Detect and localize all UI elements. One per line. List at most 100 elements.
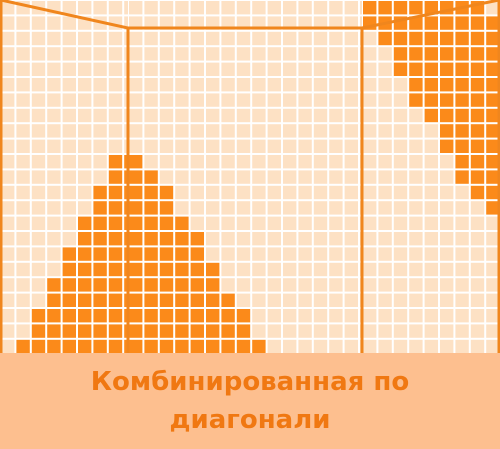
tile bbox=[283, 309, 297, 323]
tile bbox=[144, 247, 158, 261]
tile bbox=[252, 293, 266, 307]
tile bbox=[486, 78, 500, 92]
tile bbox=[409, 339, 423, 354]
tile bbox=[1, 201, 15, 215]
tile bbox=[298, 278, 312, 292]
tile bbox=[440, 185, 454, 200]
tile bbox=[424, 1, 438, 15]
tile bbox=[108, 31, 123, 46]
tile bbox=[16, 108, 30, 123]
tile bbox=[424, 232, 438, 246]
tile bbox=[129, 247, 143, 261]
tile bbox=[62, 309, 76, 323]
tile bbox=[329, 309, 343, 323]
tile bbox=[62, 170, 76, 184]
tile bbox=[329, 155, 343, 169]
tile bbox=[486, 309, 500, 323]
tile bbox=[175, 293, 189, 307]
tile bbox=[440, 16, 454, 30]
tile bbox=[190, 170, 204, 184]
tile bbox=[221, 108, 235, 123]
tile bbox=[47, 124, 61, 138]
tile bbox=[363, 278, 377, 292]
tile bbox=[455, 62, 469, 76]
tile bbox=[108, 170, 123, 184]
tile bbox=[175, 339, 189, 354]
tile bbox=[31, 31, 46, 46]
tile bbox=[144, 124, 158, 138]
tile bbox=[298, 47, 312, 61]
tile bbox=[144, 47, 158, 61]
tile bbox=[31, 247, 46, 261]
tile bbox=[124, 216, 128, 230]
tile bbox=[1, 155, 15, 169]
tile bbox=[175, 278, 189, 292]
tile bbox=[313, 16, 328, 30]
tile bbox=[93, 201, 107, 215]
tile bbox=[378, 93, 392, 107]
tile bbox=[313, 78, 328, 92]
tile bbox=[313, 185, 328, 200]
tile bbox=[190, 293, 204, 307]
tile bbox=[298, 108, 312, 123]
tile bbox=[129, 108, 143, 123]
tile bbox=[486, 201, 500, 215]
tile bbox=[1, 170, 15, 184]
tile bbox=[62, 293, 76, 307]
tile bbox=[409, 16, 423, 30]
tile bbox=[363, 185, 377, 200]
tile bbox=[283, 124, 297, 138]
tile bbox=[360, 16, 362, 30]
tile bbox=[62, 93, 76, 107]
tile bbox=[283, 78, 297, 92]
tile bbox=[93, 78, 107, 92]
tile bbox=[455, 124, 469, 138]
tile bbox=[329, 185, 343, 200]
tile bbox=[378, 262, 392, 277]
tile bbox=[175, 124, 189, 138]
tile bbox=[378, 1, 392, 15]
tile bbox=[62, 62, 76, 76]
tile bbox=[78, 278, 92, 292]
tile bbox=[470, 216, 485, 230]
tile bbox=[190, 62, 204, 76]
tile bbox=[378, 78, 392, 92]
tile bbox=[267, 339, 281, 354]
tile bbox=[424, 216, 438, 230]
tile bbox=[62, 108, 76, 123]
tile bbox=[470, 93, 485, 107]
tile bbox=[144, 185, 158, 200]
tile bbox=[159, 216, 174, 230]
tile bbox=[440, 232, 454, 246]
tile bbox=[329, 16, 343, 30]
tile bbox=[62, 201, 76, 215]
tile bbox=[267, 124, 281, 138]
tile bbox=[409, 247, 423, 261]
tile bbox=[175, 47, 189, 61]
tile bbox=[470, 324, 485, 338]
tile bbox=[298, 62, 312, 76]
tile bbox=[313, 155, 328, 169]
tile bbox=[470, 309, 485, 323]
tile bbox=[252, 78, 266, 92]
tile bbox=[486, 278, 500, 292]
tile bbox=[298, 324, 312, 338]
tile bbox=[283, 232, 297, 246]
tile bbox=[31, 201, 46, 215]
tile bbox=[206, 216, 220, 230]
tile bbox=[440, 216, 454, 230]
tile bbox=[313, 108, 328, 123]
tile bbox=[393, 185, 408, 200]
tile bbox=[62, 324, 76, 338]
tile bbox=[236, 155, 251, 169]
tile bbox=[344, 78, 358, 92]
tile bbox=[78, 201, 92, 215]
tile bbox=[108, 139, 123, 153]
tile bbox=[93, 309, 107, 323]
tile bbox=[455, 93, 469, 107]
tile bbox=[16, 62, 30, 76]
tile bbox=[175, 201, 189, 215]
tile bbox=[129, 293, 143, 307]
tile bbox=[221, 93, 235, 107]
tile bbox=[298, 262, 312, 277]
